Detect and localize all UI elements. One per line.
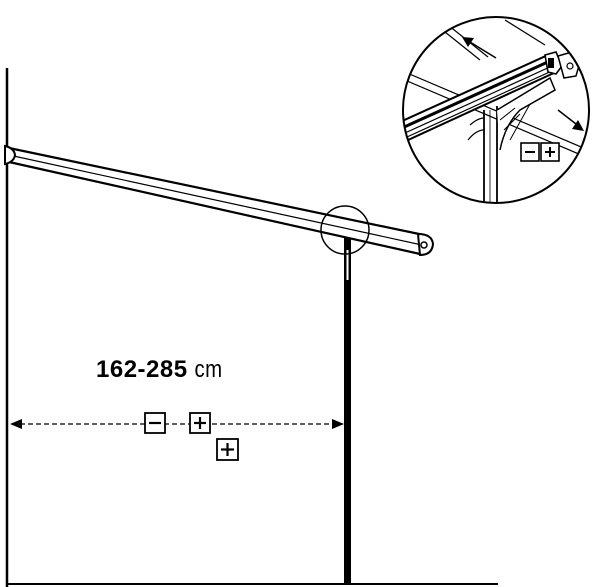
detail-inset <box>402 16 590 204</box>
plus-box-icon <box>216 438 239 461</box>
joint-detail-marker <box>320 205 370 255</box>
rail <box>4 144 435 257</box>
minus-box-icon <box>144 412 166 434</box>
dimension-unit: cm <box>194 356 223 383</box>
plus-box-icon <box>540 142 560 162</box>
dimension-line <box>10 419 344 429</box>
dimension-range: 162-285 <box>96 356 188 383</box>
plus-box-icon <box>189 412 211 434</box>
upright-post <box>344 236 351 584</box>
minus-box-icon <box>520 142 540 162</box>
